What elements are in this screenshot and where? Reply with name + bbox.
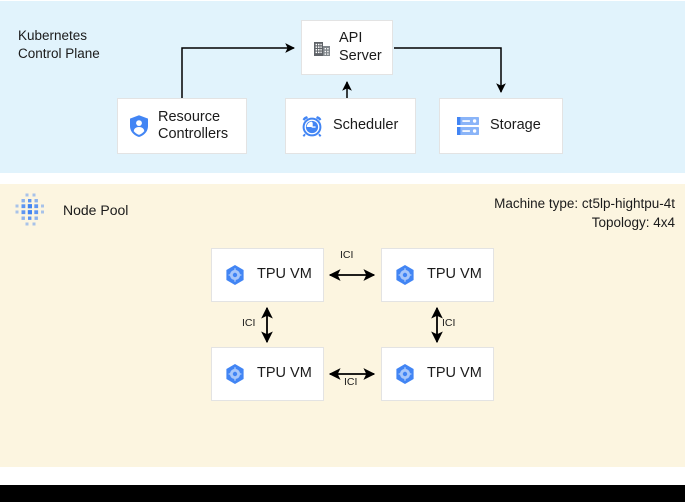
node-pool-title: Node Pool (63, 202, 129, 218)
tpu-vm-box-1[interactable]: TPU VM (211, 248, 324, 302)
node-pool-dots-icon (13, 192, 53, 230)
api-server-label: API Server (339, 30, 382, 64)
tpu-vm-label-2: TPU VM (427, 266, 482, 283)
tpu-vm-box-2[interactable]: TPU VM (381, 248, 494, 302)
machine-metadata: Machine type: ct5lp-hightpu-4t Topology:… (494, 194, 675, 232)
control-plane-title: Kubernetes Control Plane (18, 28, 100, 61)
scheduler-box[interactable]: Scheduler (285, 98, 416, 154)
tpu-hex-icon (224, 363, 246, 385)
tpu-vm-label-3: TPU VM (257, 365, 312, 382)
machine-type-text: Machine type: ct5lp-hightpu-4t (494, 196, 675, 211)
shield-person-icon (128, 114, 150, 138)
ici-label-right: ICI (442, 317, 456, 329)
ici-label-bottom: ICI (344, 376, 358, 388)
resource-controllers-label: Resource Controllers (158, 108, 229, 142)
tpu-hex-icon (224, 264, 246, 286)
ici-label-top: ICI (340, 249, 354, 261)
tpu-vm-box-4[interactable]: TPU VM (381, 347, 494, 401)
tpu-vm-box-3[interactable]: TPU VM (211, 347, 324, 401)
node-pool-panel (0, 184, 685, 467)
storage-box[interactable]: Storage (439, 98, 563, 154)
tpu-vm-label-1: TPU VM (257, 266, 312, 283)
tpu-hex-icon (394, 363, 416, 385)
scheduler-label: Scheduler (333, 117, 399, 134)
tpu-hex-icon (394, 264, 416, 286)
bottom-bar (0, 485, 685, 502)
alarm-clock-icon (300, 114, 324, 138)
building-icon (312, 38, 332, 58)
api-server-box[interactable]: API Server (301, 20, 393, 75)
server-stack-icon (456, 115, 480, 137)
tpu-vm-label-4: TPU VM (427, 365, 482, 382)
ici-label-left: ICI (242, 317, 256, 329)
resource-controllers-box[interactable]: Resource Controllers (117, 98, 247, 154)
storage-label: Storage (490, 117, 541, 134)
topology-text: Topology: 4x4 (591, 215, 675, 231)
